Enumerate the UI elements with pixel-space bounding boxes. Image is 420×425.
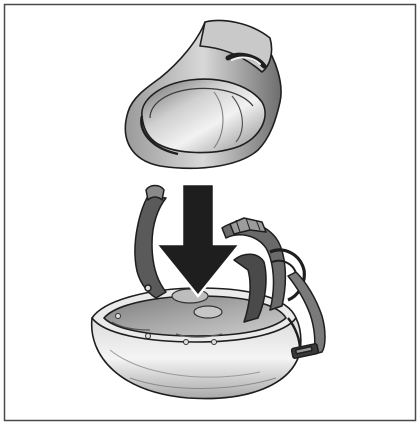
illustration-canvas (0, 0, 420, 425)
helmet-liner-insertion-illustration (0, 0, 420, 425)
